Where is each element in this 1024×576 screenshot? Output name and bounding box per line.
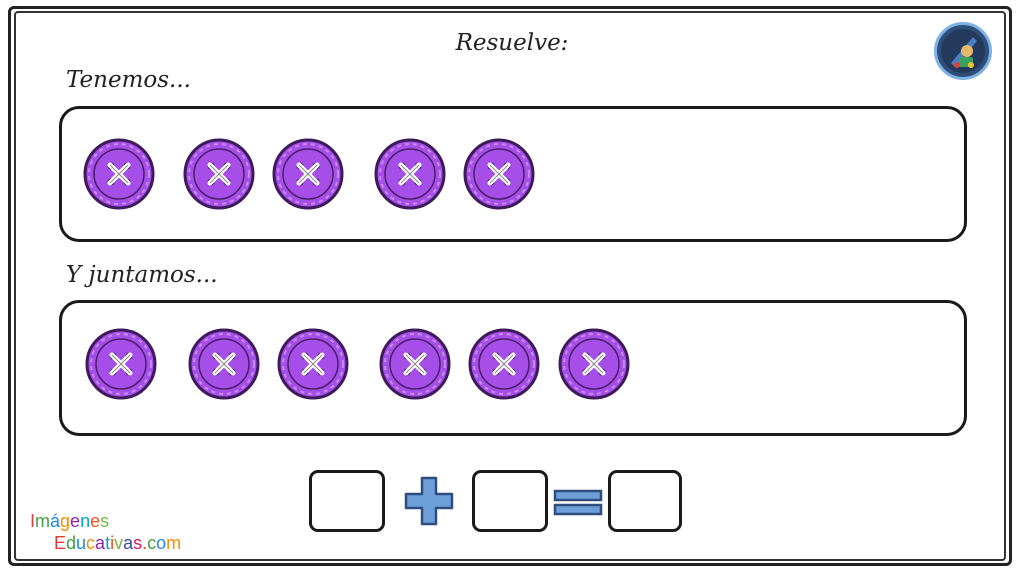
sewing-button-icon xyxy=(462,137,536,211)
section1-box xyxy=(59,106,967,242)
school-badge-icon xyxy=(934,22,992,80)
sewing-button-icon xyxy=(373,137,447,211)
sewing-button-icon xyxy=(84,327,158,401)
logo-line-2: Educativas.com xyxy=(54,533,182,553)
sewing-button-icon xyxy=(557,327,631,401)
page-title: Resuelve: xyxy=(455,30,569,56)
section2-box xyxy=(59,300,967,436)
answer-box-sum[interactable] xyxy=(608,470,682,532)
brand-logo: Imágenes Educativas.com xyxy=(30,510,181,554)
plus-icon xyxy=(404,476,454,530)
sewing-button-icon xyxy=(271,137,345,211)
section2-label: Y juntamos... xyxy=(66,262,218,288)
inner-frame xyxy=(14,11,1006,561)
section1-label: Tenemos... xyxy=(66,67,191,93)
sewing-button-icon xyxy=(82,137,156,211)
sewing-button-icon xyxy=(276,327,350,401)
logo-line-1: Imágenes xyxy=(30,511,110,531)
outer-frame xyxy=(8,6,1012,566)
sewing-button-icon xyxy=(378,327,452,401)
sewing-button-icon xyxy=(182,137,256,211)
sewing-button-icon xyxy=(187,327,261,401)
answer-box-addend-1[interactable] xyxy=(309,470,385,532)
answer-box-addend-2[interactable] xyxy=(472,470,548,532)
sewing-button-icon xyxy=(467,327,541,401)
equals-icon xyxy=(553,489,603,521)
